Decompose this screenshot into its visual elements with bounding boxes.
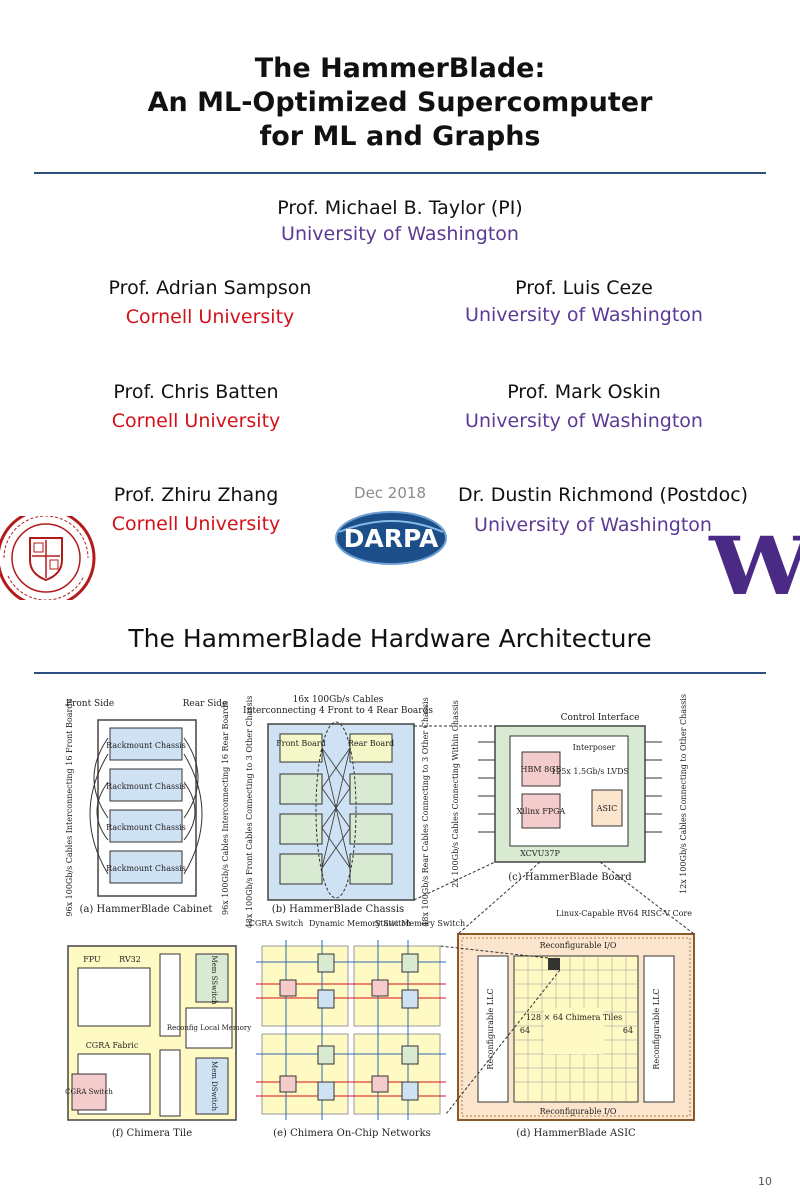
front-board-label: Front Board [276,739,326,748]
person-affiliation: Cornell University [125,306,295,328]
asic-diagram: Linux-Capable RV64 RISC-V Core Reconfigu… [439,861,695,1139]
chimera-tile-diagram: FPU RV32 Mem SSwitch Reconfig Local Memo… [65,945,251,1139]
person-name: Prof. Chris Batten [113,381,279,403]
cornell-seal-logo [0,516,96,600]
asic-linux-core-label: Linux-Capable RV64 RISC-V Core [556,909,692,918]
chassis-label: Rackmount Chassis [106,782,186,791]
chassis-label: Rackmount Chassis [106,864,186,873]
asic-io-top-label: Reconfigurable I/O [540,941,617,950]
person-name: Prof. Mark Oskin [507,381,661,403]
darpa-logo-text: DARPA [344,524,439,553]
fpu-label: FPU [83,955,101,964]
person-affiliation: Cornell University [111,410,281,432]
slide-title: The HammerBlade: An ML-Optimized Superco… [0,52,800,154]
cgra-switch-label: CGRA Switch [65,1088,113,1096]
tile-caption: (f) Chimera Tile [112,1128,192,1139]
pi-affiliation: University of Washington [281,223,519,245]
rv32-label: RV32 [119,955,141,964]
board-right-label: 12x 100Gb/s Cables Connecting to Other C… [679,694,688,894]
person-name: Prof. Luis Ceze [515,277,653,299]
title-divider [34,172,766,174]
board-caption: (c) HammerBlade Board [508,872,632,883]
control-interface-label: Control Interface [561,713,640,723]
asic-io-bottom-label: Reconfigurable I/O [540,1107,617,1116]
reconfig-memory-label: Reconfig Local Memory [167,1024,251,1032]
chassis-label: Rackmount Chassis [106,823,186,832]
chassis-diagram: 16x 100Gb/s Cables Interconnecting 4 Fro… [243,695,433,928]
chassis-right-label: 48x 100Gb/s Rear Cables Connecting to 3 … [421,697,430,926]
lvds-label: 125x 1.5Gb/s LVDS [551,767,629,776]
asic-tiles-label: 128 × 64 Chimera Tiles [526,1013,622,1022]
llc-right-label: Reconfigurable LLC [652,988,661,1069]
person-name: Prof. Adrian Sampson [108,277,312,299]
fpga-part-label: XCVU37P [520,849,560,858]
asic-64-right: 64 [623,1026,633,1035]
asic-64-left: 64 [520,1026,530,1035]
chassis-top-label-1: 16x 100Gb/s Cables [293,695,384,705]
person-affiliation: University of Washington [465,410,703,432]
date-label: Dec 2018 [354,484,426,502]
interposer-label: Interposer [573,743,616,752]
architecture-diagram: Front Side Rear Side Rackmount Chassis R… [65,694,695,1139]
darpa-logo: DARPA [335,511,447,565]
board-left-label: 2x 100Gb/s Cables Connecting Within Chas… [451,700,460,887]
chassis-label: Rackmount Chassis [106,741,186,750]
person-affiliation: Cornell University [111,513,281,535]
asic-label: ASIC [596,804,618,813]
uw-logo: W [708,526,800,606]
rear-board-label: Rear Board [348,739,394,748]
cabinet-diagram: Front Side Rear Side Rackmount Chassis R… [65,699,230,917]
section-divider [34,672,766,674]
page-number: 10 [758,1175,772,1188]
llc-left-label: Reconfigurable LLC [486,988,495,1069]
noc-cgra-switch-label: CGRA Switch [249,919,304,928]
cabinet-right-cable-label: 96x 100Gb/s Cables Interconnecting 16 Re… [221,701,230,915]
chassis-caption: (b) HammerBlade Chassis [272,904,404,915]
board-diagram: Control Interface Interposer HBM 8GB Xil… [413,694,688,901]
hbm-label: HBM 8GB [521,765,562,774]
chassis-left-label: 48x 100Gb/s Front Cables Connecting to 3… [245,696,254,929]
person-affiliation: University of Washington [474,514,712,536]
rear-side-label: Rear Side [183,699,228,709]
title-line-3: for ML and Graphs [259,121,541,152]
noc-diagram: CGRA Switch Dynamic Memory Switch Static… [249,919,465,1139]
person-affiliation: University of Washington [465,304,703,326]
pi-name: Prof. Michael B. Taylor (PI) [277,197,523,219]
noc-dynamic-label: Dynamic Memory Switch [309,919,411,928]
person-name: Dr. Dustin Richmond (Postdoc) [457,484,749,506]
asic-caption: (d) HammerBlade ASIC [516,1128,636,1139]
title-line-1: The HammerBlade: [254,53,546,84]
cgra-fabric-label: CGRA Fabric [86,1041,139,1050]
noc-static-label: Static Memory Switch [375,919,465,928]
person-name: Prof. Zhiru Zhang [113,484,279,506]
front-side-label: Front Side [66,699,114,709]
fpga-label: Xilinx FPGA [517,807,566,816]
title-line-2: An ML-Optimized Supercomputer [147,87,653,118]
mem-dswitch-label: Mem DSwitch [210,1061,218,1112]
cabinet-left-cable-label: 96x 100Gb/s Cables Interconnecting 16 Fr… [65,699,74,916]
chassis-top-label-2: Interconnecting 4 Front to 4 Rear Boards [243,706,433,716]
mem-sswitch-label: Mem SSwitch [210,955,218,1005]
cabinet-caption: (a) HammerBlade Cabinet [80,904,213,915]
section-title: The HammerBlade Hardware Architecture [128,624,652,653]
noc-caption: (e) Chimera On-Chip Networks [273,1128,431,1139]
